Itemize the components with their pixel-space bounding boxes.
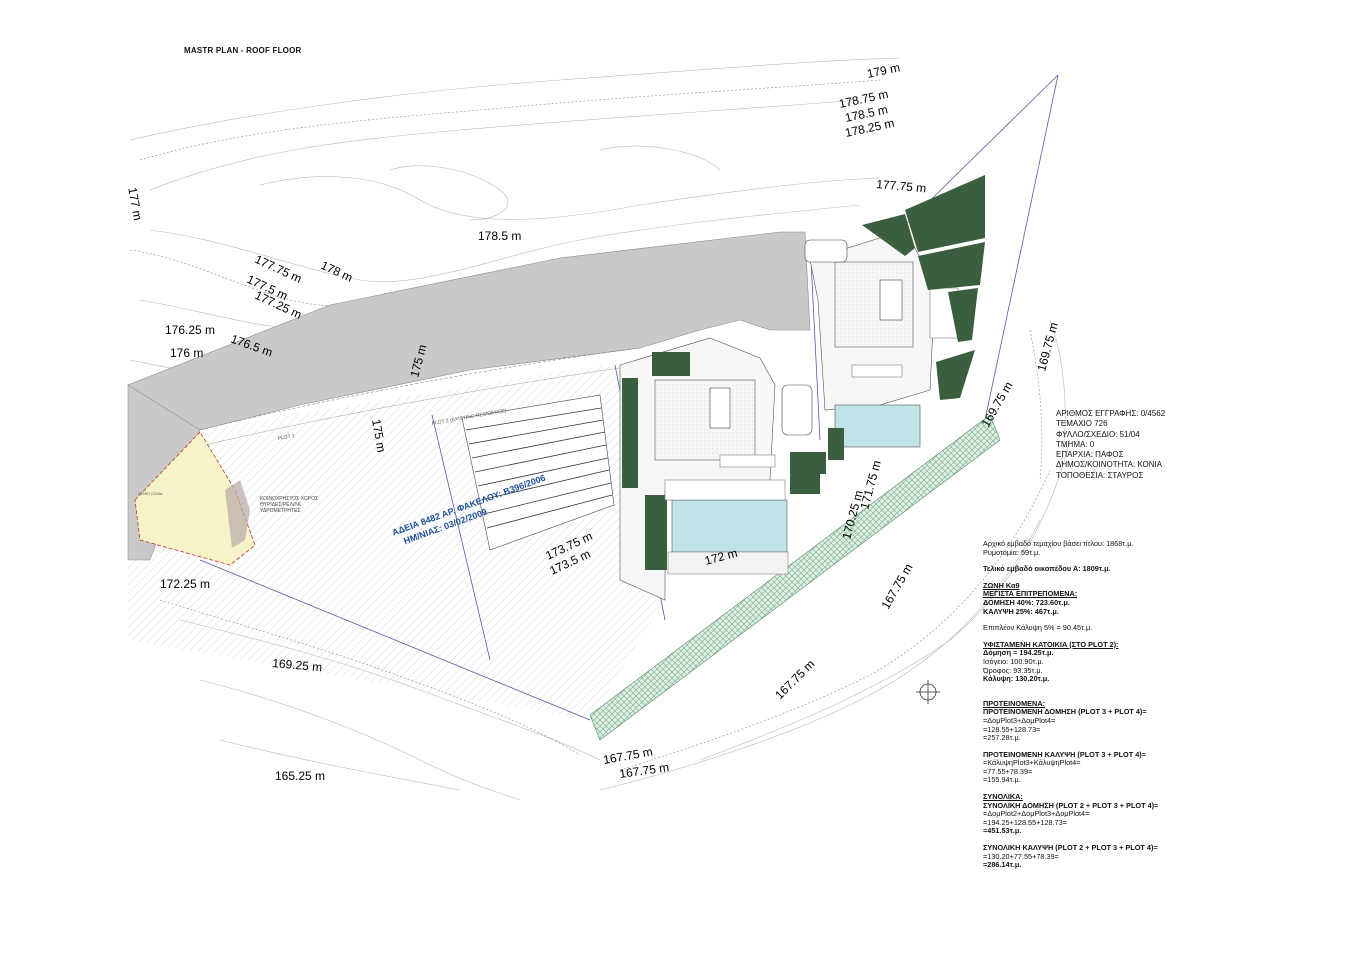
- shared-area-label: ΚΟΙΝΟΧΡΗΣΤΟΣ ΧΩΡΟΣ ΘΥΡΙΔΕΣ/ΡΕΛ/ΛΚ ΥΔΡΟΜΕ…: [260, 496, 319, 514]
- contour-label: 177.75 m: [876, 177, 927, 195]
- info-line: ΕΠΑΡΧΙΑ: ΠΑΦΟΣ: [1056, 450, 1124, 460]
- note-total-density-l3: =451.53τ.μ.: [983, 826, 1022, 836]
- contour-label: 178 m: [319, 258, 355, 285]
- note-proposed-coverage-l1: =ΚάλυψηPlot3+ΚάλυψηPlot4=: [983, 758, 1081, 768]
- green-note-label: ΣΥΝΕΙ ΟΣΜΑ: [138, 491, 163, 496]
- note-proposed-density-l2: =128.55+128.73=: [983, 724, 1041, 734]
- note-density: ΔΟΜΗΣΗ 40%: 723.60τ.μ.: [983, 597, 1070, 607]
- north-arrow-icon: [916, 680, 940, 704]
- note-proposed-density-l3: =257.28τ.μ.: [983, 733, 1021, 743]
- info-line: ΤΜΗΜΑ: 0: [1056, 439, 1095, 449]
- info-line: ΤΟΠΟΘΕΣΙΑ: ΣΤΑΥΡΟΣ: [1056, 470, 1144, 480]
- contour-label: 165.25 m: [275, 769, 325, 783]
- access-road: [127, 231, 811, 431]
- drawing-title: MASTR PLAN - ROOF FLOOR: [184, 46, 302, 55]
- note-total-coverage-title: ΣΥΝΟΛΙΚΗ ΚΑΛΥΨΗ (PLOT 2 + PLOT 3 + PLOT …: [983, 843, 1158, 853]
- contour-label: 167.75 m: [878, 561, 915, 611]
- note-total-title: ΣΥΝΟΛΙΚΑ:: [983, 792, 1023, 802]
- plot1-label: PLOT 1: [277, 433, 295, 442]
- note-proposed-title: ΠΡΟΤΕΙΝΟΜΕΝΑ:: [983, 698, 1046, 708]
- note-proposed-coverage-title: ΠΡΟΤΕΙΝΟΜΕΝΗ ΚΑΛΥΨΗ (PLOT 3 + PLOT 4)=: [983, 749, 1146, 759]
- plot4-building: [790, 175, 985, 494]
- plot3-building: [619, 337, 813, 601]
- parking-stripes: [461, 394, 615, 551]
- contour-label: 179 m: [866, 60, 902, 81]
- note-area-original: Αρχικό εμβαδό τεμαχίου βάσει τίτλου: 186…: [983, 539, 1134, 548]
- note-final-area: Τελικό εμβαδό οικοπέδου Α: 1809τ.μ.: [983, 564, 1111, 574]
- contour-label: 177 m: [125, 186, 145, 221]
- contour-label: 167.75 m: [772, 657, 817, 702]
- note-total-coverage-l1: =130.20+77.55+78.39=: [983, 851, 1059, 861]
- note-proposed-coverage-l2: =77.55+78.39=: [983, 766, 1033, 776]
- note-existing-coverage: Κάλυψη: 130.20τ.μ.: [983, 674, 1050, 684]
- meter-cabinet: [225, 480, 250, 548]
- note-proposed-coverage-l3: =155.94τ.μ.: [983, 775, 1021, 785]
- note-proposed-density-title: ΠΡΟΤΕΙΝΟΜΕΝΗ ΔΟΜΗΣΗ (PLOT 3 + PLOT 4)=: [983, 707, 1147, 717]
- note-total-density-title: ΣΥΝΟΛΙΚΗ ΔΟΜΗΣΗ (PLOT 2 + PLOT 3 + PLOT …: [983, 800, 1159, 810]
- info-line: ΑΡΙΘΜΟΣ ΕΓΓΡΑΦΗΣ: 0/4562: [1056, 409, 1166, 418]
- contour-label: 178.5 m: [478, 229, 521, 243]
- note-existing-title: ΥΦΙΣΤΑΜΕΝΗ ΚΑΤΟΙΚΙΑ (ΣΤΟ PLOT 2):: [983, 639, 1119, 649]
- contour-label: 169.75 m: [978, 379, 1015, 429]
- contour-label: 176 m: [170, 346, 203, 360]
- info-block: ΑΡΙΘΜΟΣ ΕΓΓΡΑΦΗΣ: 0/4562 ΤΕΜΑΧΙΟ 726 ΦΥΛ…: [1056, 409, 1165, 481]
- contour-label: 172.25 m: [160, 577, 210, 591]
- note-proposed-density-l1: =ΔομPlot3+ΔομPlot4=: [983, 715, 1056, 725]
- note-extra-coverage: Επιπλέον Κάλυψη 5% = 90.45τ.μ.: [983, 623, 1093, 633]
- note-existing-floor: Όροφος: 93.35τ.μ.: [983, 665, 1043, 675]
- contour-label: 176.25 m: [165, 323, 215, 337]
- info-line: ΤΕΜΑΧΙΟ 726: [1056, 419, 1108, 429]
- note-coverage: ΚΑΛΥΨΗ 25%: 467τ.μ.: [983, 606, 1059, 616]
- info-line: ΔΗΜΟΣ/ΚΟΙΝΟΤΗΤΑ: ΚΟΝΙΑ: [1056, 460, 1163, 470]
- note-max-allowed: ΜΕΓΙΣΤΑ ΕΠΙΤΡΕΠΟΜΕΝΑ:: [983, 589, 1078, 599]
- note-existing-density: Δόμηση = 194.25τ.μ.: [983, 648, 1054, 658]
- note-total-coverage-l2: =286.14τ.μ.: [983, 860, 1022, 870]
- note-total-density-l1: =ΔομPlot2+ΔομPlot3+ΔομPlot4=: [983, 809, 1090, 819]
- area-notes: Αρχικό εμβαδό τεμαχίου βάσει τίτλου: 186…: [983, 539, 1283, 870]
- note-existing-ground: Ισόγειο: 100.90τ.μ.: [983, 656, 1044, 666]
- shared-area-yellow: [134, 431, 256, 566]
- contour-label: 169.75 m: [1034, 321, 1060, 373]
- contour-label: 167.75 m: [618, 760, 670, 781]
- note-zone: ΖΩΝΗ Κα9: [983, 580, 1020, 590]
- info-line: ΦΥΛΛΟ/ΣΧΕΔΙΟ: 51/04: [1056, 429, 1140, 439]
- note-total-density-l2: =194.25+128.55+128.73=: [983, 817, 1067, 827]
- contour-label: 169.25 m: [272, 656, 323, 674]
- note-road-cut: Ρυμοτομία: 59τ.μ.: [983, 547, 1041, 557]
- contour-label: 175 m: [369, 418, 389, 453]
